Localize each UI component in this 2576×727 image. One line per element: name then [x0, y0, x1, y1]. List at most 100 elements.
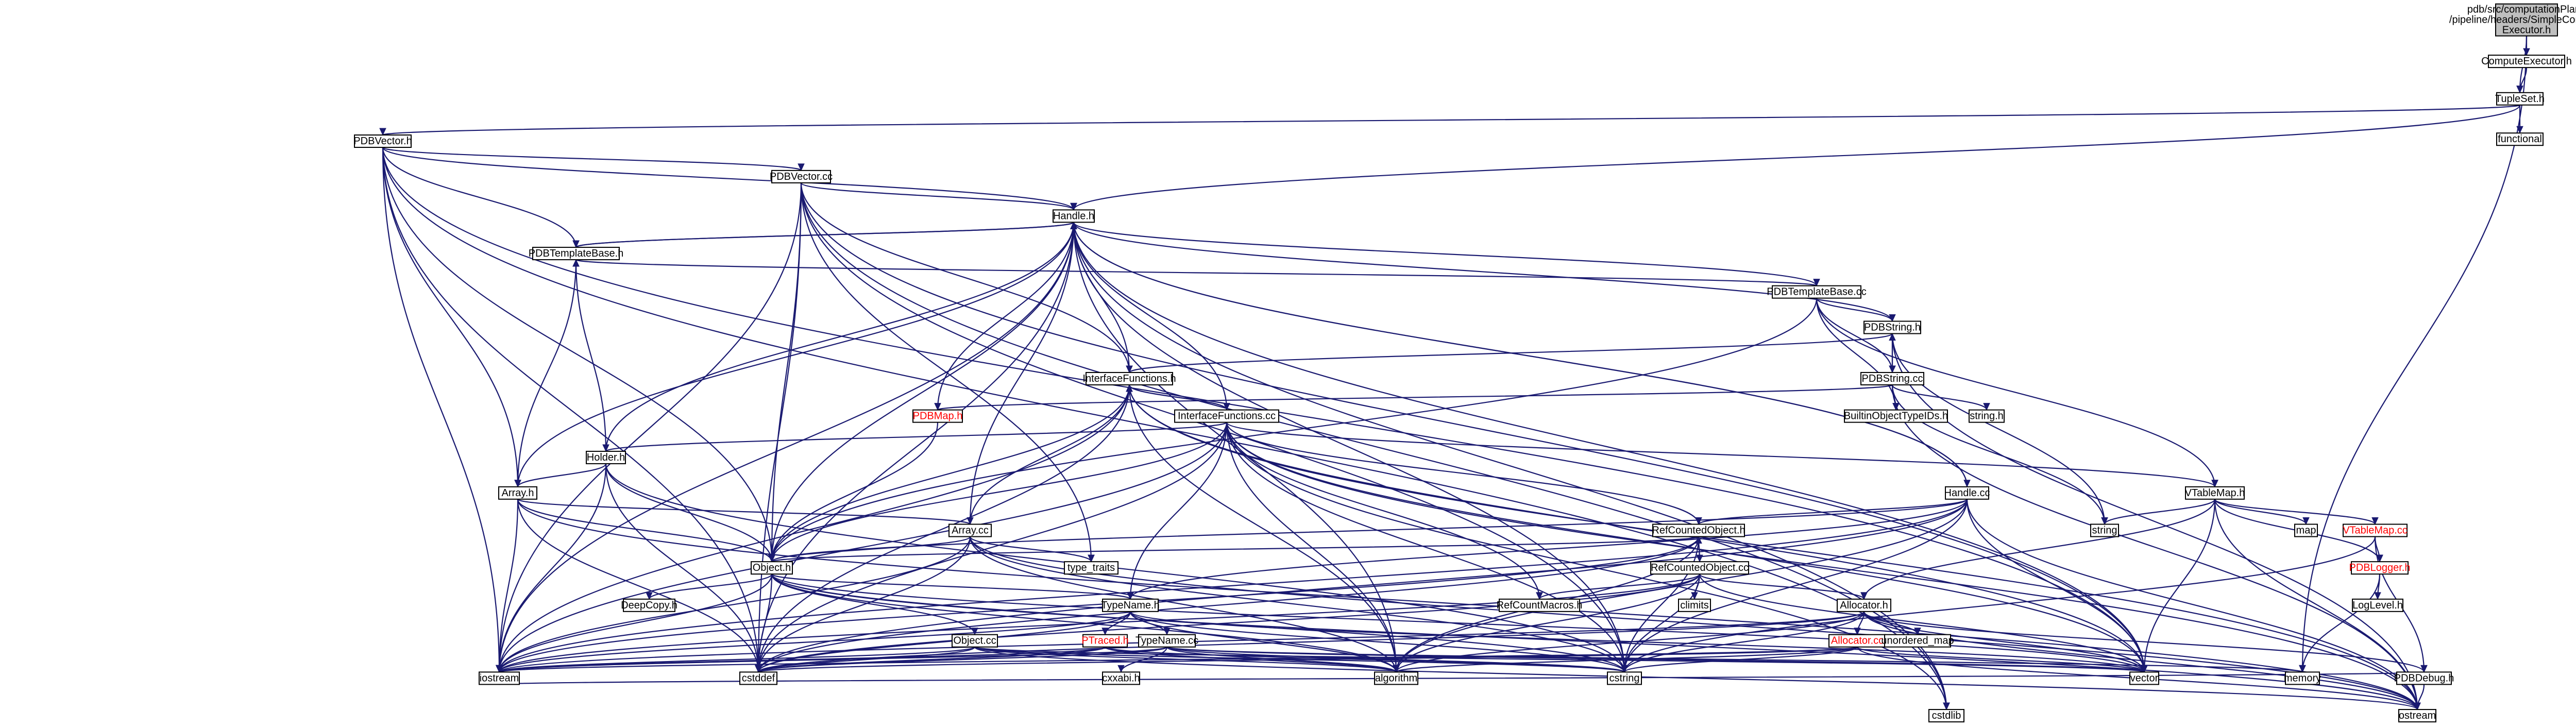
- edge-line: [937, 384, 1893, 411]
- edge-line: [1129, 611, 1625, 672]
- edge-line: [498, 222, 1075, 672]
- node-cxxabi-h: cxxabi.h: [1102, 671, 1140, 685]
- node-box: [1053, 209, 1095, 223]
- edge-line: [757, 384, 1130, 672]
- node-pdbdebug-h[interactable]: PDBDebug.h: [2394, 671, 2454, 685]
- node-handle-h[interactable]: Handle.h: [1053, 209, 1095, 223]
- node-pdbvector-cc[interactable]: PDBVector.cc: [770, 170, 833, 183]
- edge-line: [382, 147, 577, 248]
- include-edge: [2299, 36, 2528, 673]
- node-pdbstring-h[interactable]: PDBString.h: [1863, 320, 1921, 334]
- edge-line: [771, 222, 1075, 562]
- node-box: [1837, 598, 1891, 612]
- node-holder-h[interactable]: Holder.h: [586, 450, 626, 464]
- edge-line: [1816, 298, 1893, 373]
- node-label: pdb/src/computationPlans: [2467, 4, 2576, 15]
- edge-arrowhead: [2374, 592, 2381, 600]
- node-tupleset[interactable]: TupleSet.h: [2495, 92, 2545, 106]
- node-allocator-cc[interactable]: Allocator.cc: [1828, 634, 1886, 648]
- edge-arrowhead: [1088, 554, 1095, 563]
- edge-line: [969, 536, 1625, 672]
- node-pdblogger-h[interactable]: PDBLogger.h: [2349, 561, 2411, 575]
- node-deepcopy-h[interactable]: DeepCopy.h: [621, 598, 677, 612]
- include-edge: [1699, 573, 1868, 600]
- edge-line: [1226, 422, 1625, 672]
- include-edge: [768, 182, 802, 563]
- node-box: [751, 561, 793, 575]
- node-label: Object.cc: [953, 635, 996, 647]
- node-pdbtemplatebase-cc[interactable]: PDBTemplateBase.cc: [1767, 285, 1867, 299]
- edge-line: [800, 182, 1625, 672]
- edge-arrowhead: [2299, 665, 2306, 673]
- node-loglevel-h[interactable]: LogLevel.h: [2352, 598, 2403, 612]
- edge-line: [1816, 298, 1893, 322]
- node-refcountmacros[interactable]: RefCountMacros.h: [1497, 598, 1583, 612]
- node-refcounted-cc[interactable]: RefCountedObject.cc: [1650, 561, 1749, 575]
- node-label: algorithm: [1375, 672, 1417, 684]
- include-edge: [2516, 105, 2523, 134]
- node-array-h[interactable]: Array.h: [498, 486, 537, 500]
- include-edge: [517, 259, 580, 487]
- node-label: Handle.cc: [1944, 487, 1990, 499]
- edge-line: [517, 260, 577, 487]
- node-ostream: ostream: [2398, 709, 2436, 723]
- edge-line: [1129, 422, 1228, 599]
- node-array-cc[interactable]: Array.cc: [948, 523, 992, 537]
- edge-arrowhead: [1070, 202, 1077, 211]
- node-computeexec[interactable]: ComputeExecutor.h: [2481, 55, 2572, 69]
- node-box: [586, 450, 626, 464]
- node-interface-cc[interactable]: InterfaceFunctions.cc: [1174, 409, 1279, 423]
- node-label: Handle.h: [1053, 210, 1094, 222]
- node-ptraced-h[interactable]: PTraced.h: [1081, 634, 1129, 648]
- edge-arrowhead: [971, 628, 978, 635]
- node-label: cstdlib: [1932, 710, 1961, 721]
- node-typename-cc[interactable]: TypeName.cc: [1136, 634, 1198, 648]
- node-allocator-h[interactable]: Allocator.h: [1837, 598, 1891, 612]
- include-edge: [1104, 646, 1400, 673]
- include-edge: [800, 182, 1077, 211]
- edge-arrowhead: [798, 163, 805, 172]
- node-vtablemap-cc[interactable]: VTableMap.cc: [2343, 523, 2408, 537]
- edge-line: [382, 147, 759, 672]
- edge-arrowhead: [2516, 86, 2523, 93]
- node-box: [1086, 371, 1173, 385]
- edge-line: [2301, 36, 2528, 672]
- node-box: [1884, 634, 1951, 648]
- node-box: [1138, 634, 1196, 648]
- node-typename-h[interactable]: TypeName.h: [1101, 598, 1160, 612]
- include-edge: [382, 147, 775, 563]
- node-object-h[interactable]: Object.h: [751, 561, 793, 575]
- node-box: [1928, 709, 1964, 723]
- include-edge: [496, 646, 1106, 673]
- include-edge: [2414, 684, 2425, 711]
- include-edge: [382, 146, 805, 172]
- node-interface-h[interactable]: InterfaceFunctions.h: [1082, 371, 1176, 385]
- node-pdbmap-h[interactable]: PDBMap.h: [912, 409, 963, 423]
- node-pdbstring-cc[interactable]: PDBString.cc: [1860, 371, 1924, 385]
- edge-arrowhead: [1127, 592, 1134, 600]
- node-vtablemap-h[interactable]: VTableMap.h: [2185, 486, 2245, 500]
- node-pdbtemplatebase-h[interactable]: PDBTemplateBase.h: [529, 247, 624, 261]
- node-label: Allocator.cc: [1831, 635, 1884, 647]
- edge-line: [1226, 422, 1540, 599]
- node-label: PDBString.cc: [1862, 373, 1923, 384]
- edge-arrowhead: [496, 665, 503, 673]
- include-edge: [1891, 333, 2108, 525]
- edge-line: [1891, 384, 1988, 411]
- node-refcounted-h[interactable]: RefCountedObject.h: [1652, 523, 1745, 537]
- node-handle-cc[interactable]: Handle.cc: [1944, 486, 1990, 500]
- node-box: [2285, 671, 2320, 685]
- edge-arrowhead: [2141, 665, 2148, 673]
- include-edge: [1226, 422, 2218, 488]
- node-pdbvector-h[interactable]: PDBVector.h: [353, 134, 412, 148]
- node-cstdlib: cstdlib: [1928, 709, 1964, 723]
- include-edge: [1126, 384, 1228, 411]
- node-object-cc[interactable]: Object.cc: [952, 634, 998, 648]
- node-string: string: [2090, 523, 2119, 537]
- edge-line: [937, 222, 1075, 410]
- node-label: RefCountedObject.cc: [1651, 562, 1749, 573]
- include-edge: [768, 222, 1075, 563]
- edge-line: [800, 182, 1075, 211]
- node-box: [2185, 486, 2245, 500]
- node-box: [1102, 671, 1140, 685]
